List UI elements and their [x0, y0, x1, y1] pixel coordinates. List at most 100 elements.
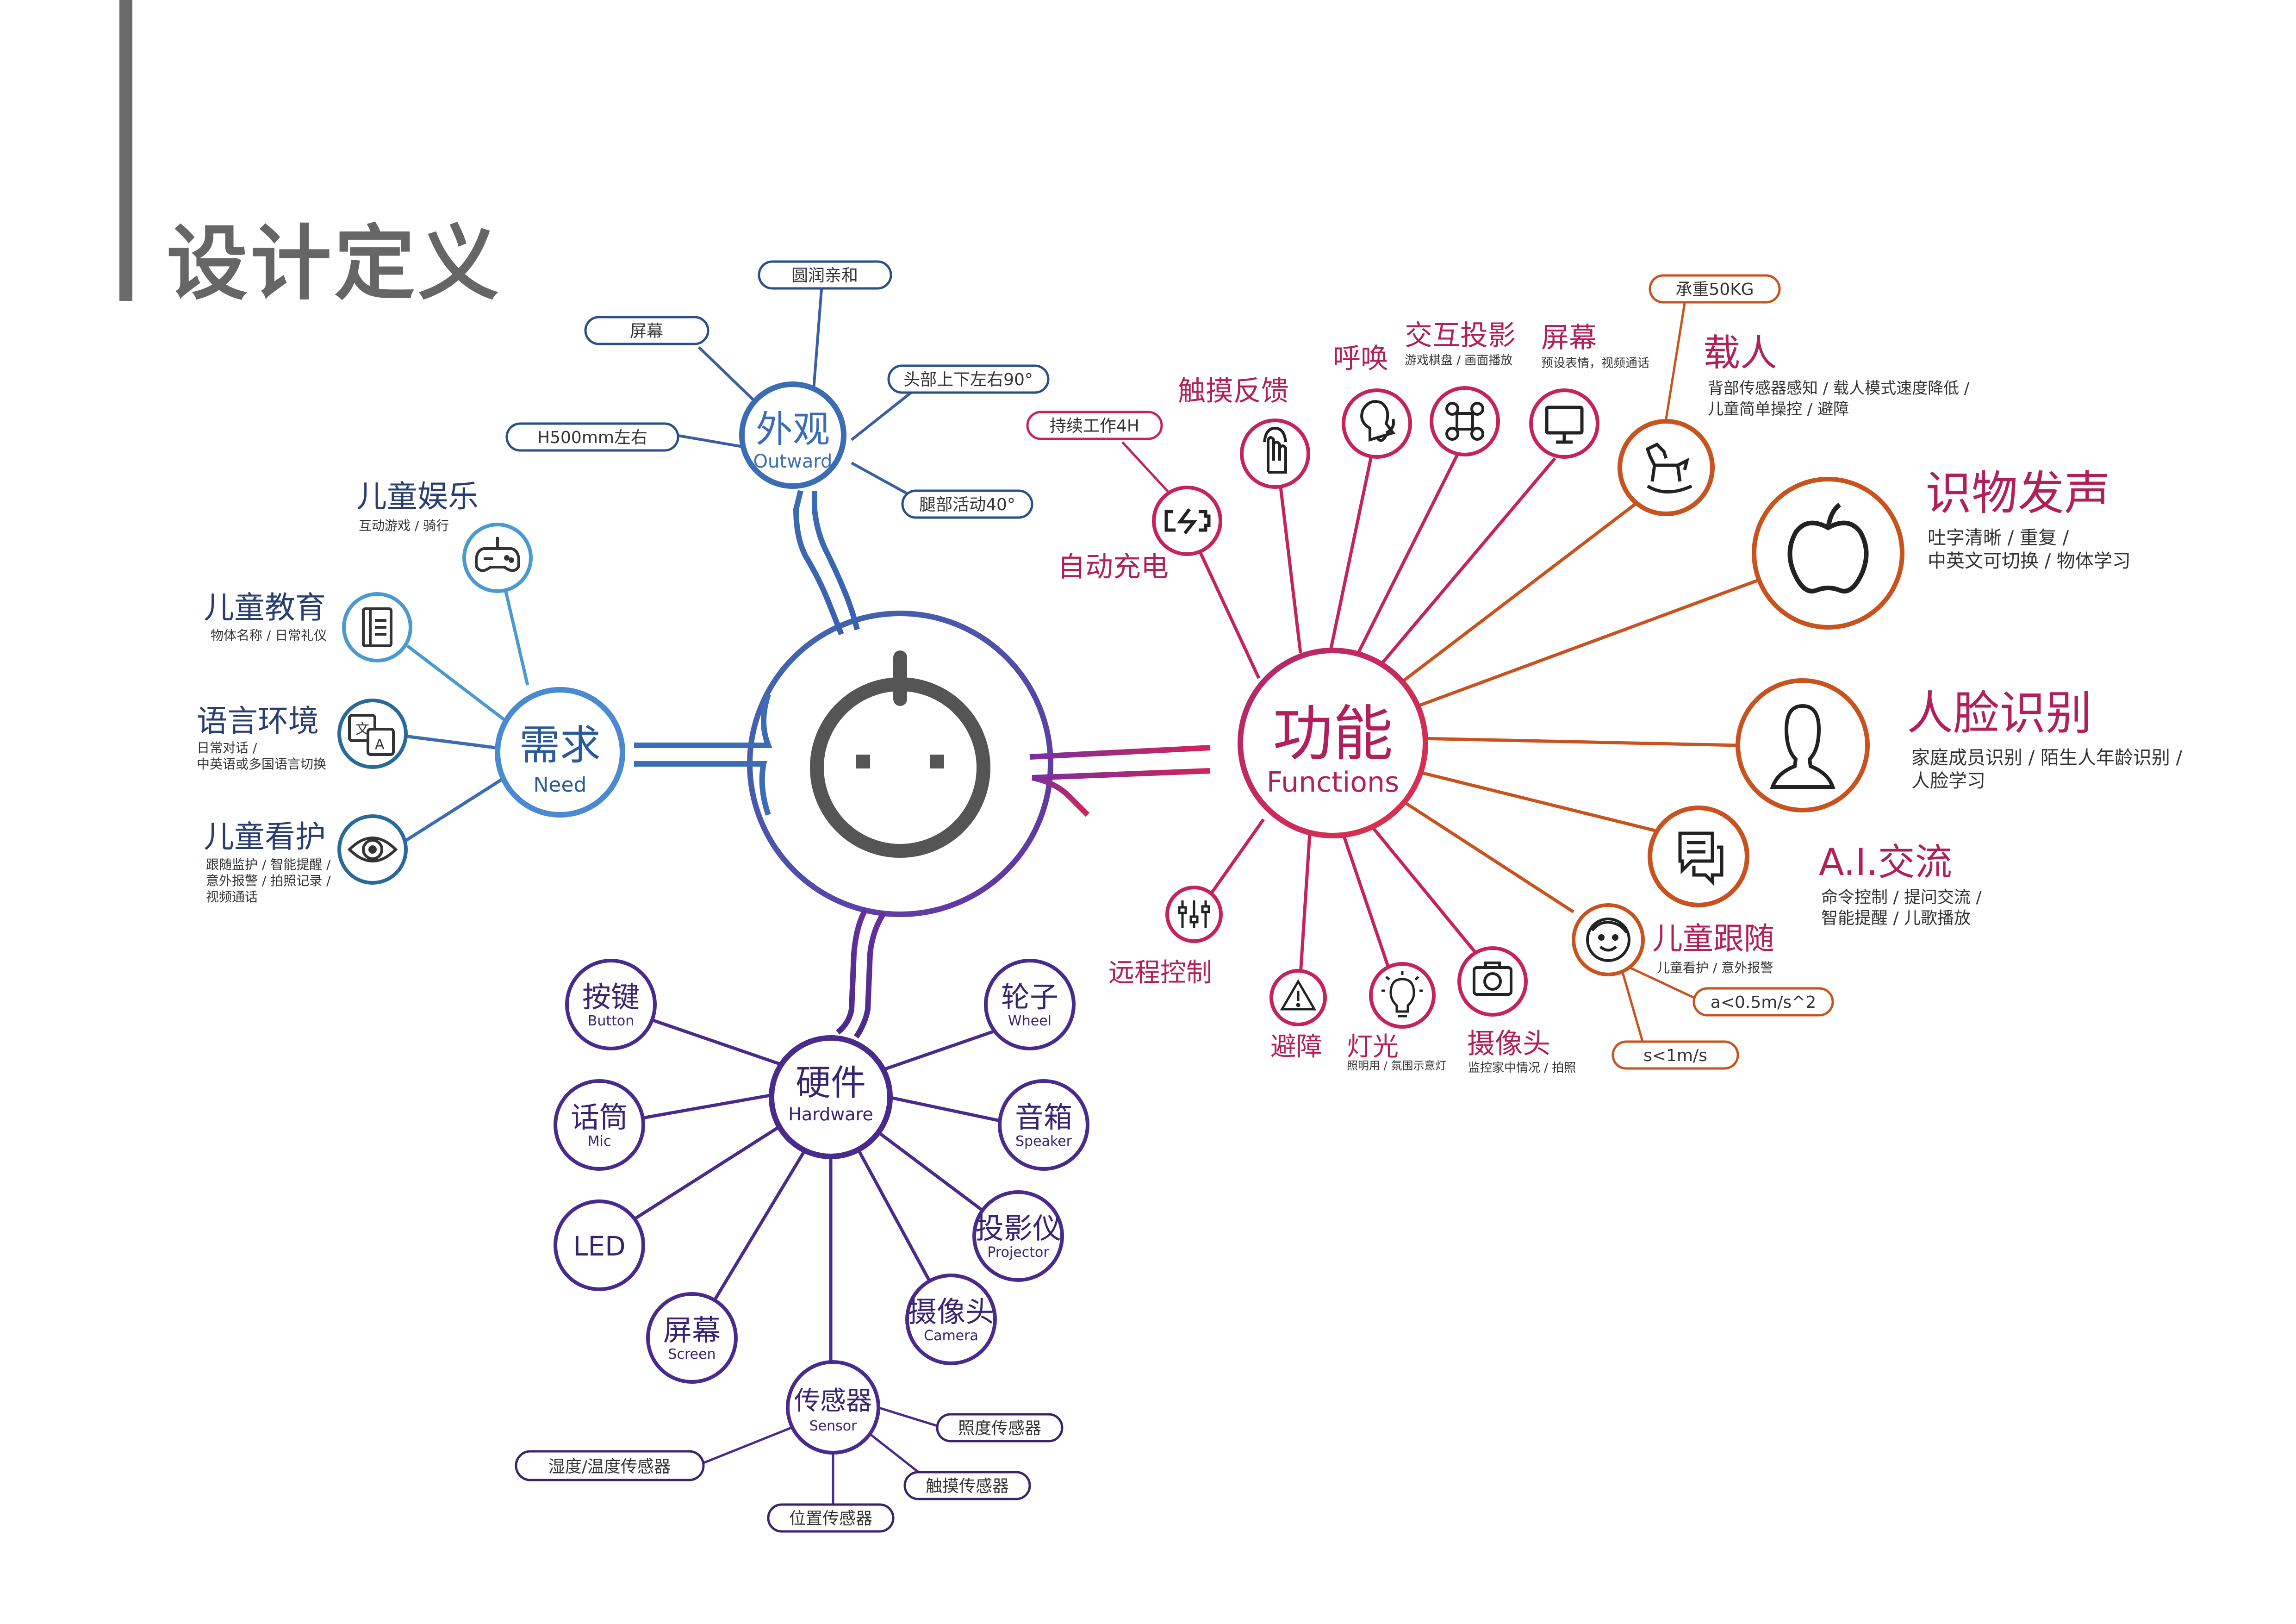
function-tag: s<1m/s — [1612, 1040, 1739, 1070]
function-item: 承重50KG 载人 背部传感器感知 / 载人模式速度降低 / 儿童简单操控 / … — [1618, 274, 1970, 516]
svg-text:屏幕: 屏幕 — [630, 322, 663, 341]
function-tag: 持续工作4H — [1026, 411, 1163, 440]
svg-text:位置传感器: 位置传感器 — [789, 1509, 872, 1528]
svg-text:儿童简单操控 / 避障: 儿童简单操控 / 避障 — [1708, 400, 1849, 418]
page-title: 设计定义 — [167, 217, 502, 311]
svg-text:圆润亲和: 圆润亲和 — [791, 266, 858, 285]
svg-text:监控家中情况 / 拍照: 监控家中情况 / 拍照 — [1468, 1061, 1576, 1075]
hardware-item: 摄像头 Camera — [905, 1274, 997, 1365]
svg-text:Screen: Screen — [668, 1346, 716, 1362]
bell-icon — [1360, 400, 1395, 442]
title-bar — [119, 0, 132, 301]
need-item: 文 A 语言环境 日常对话 / 中英语或多国语言切换 — [197, 699, 408, 772]
monitor-icon — [1545, 406, 1584, 444]
svg-text:儿童娱乐: 儿童娱乐 — [356, 479, 479, 514]
function-item: 触摸反馈 — [1178, 375, 1310, 489]
svg-text:湿度/温度传感器: 湿度/温度传感器 — [548, 1457, 671, 1476]
svg-text:持续工作4H: 持续工作4H — [1050, 417, 1139, 436]
svg-text:Camera: Camera — [924, 1328, 978, 1344]
svg-text:视频通话: 视频通话 — [206, 889, 258, 905]
svg-text:自动充电: 自动充电 — [1058, 551, 1169, 583]
svg-text:A: A — [375, 737, 385, 753]
svg-text:照度传感器: 照度传感器 — [958, 1419, 1041, 1438]
function-item: 摄像头 监控家中情况 / 拍照 — [1457, 946, 1576, 1075]
svg-text:轮子: 轮子 — [1001, 980, 1058, 1014]
hardware-item: 按键 Button — [565, 959, 657, 1050]
svg-text:摄像头: 摄像头 — [1467, 1028, 1550, 1060]
translate-icon: 文 A — [348, 714, 395, 756]
svg-text:远程控制: 远程控制 — [1108, 958, 1212, 988]
svg-text:Sensor: Sensor — [809, 1418, 857, 1434]
svg-text:投影仪: 投影仪 — [975, 1212, 1061, 1245]
hardware-item: 投影仪 Projector — [972, 1190, 1064, 1282]
need-item: 儿童教育 物体名称 / 日常礼仪 — [204, 590, 412, 662]
functions-branch: 功能 Functions 持续工作4H 自动充电 触摸反馈 — [1026, 274, 2183, 1075]
svg-text:命令控制 / 提问交流 /: 命令控制 / 提问交流 / — [1821, 888, 1982, 907]
functions-subtitle: Functions — [1267, 766, 1399, 799]
svg-text:照明用 / 氛围示意灯: 照明用 / 氛围示意灯 — [1347, 1059, 1446, 1072]
svg-text:LED: LED — [573, 1230, 626, 1262]
function-item: 持续工作4H 自动充电 — [1026, 411, 1222, 583]
need-node — [495, 687, 625, 818]
robot-face-icon — [810, 650, 990, 858]
svg-text:中英语或多国语言切换: 中英语或多国语言切换 — [197, 756, 326, 772]
svg-text:游戏棋盘 / 画面播放: 游戏棋盘 / 画面播放 — [1405, 354, 1512, 368]
function-item: 交互投影 游戏棋盘 / 画面播放 — [1405, 319, 1516, 456]
book-icon — [362, 607, 392, 647]
functions-node — [1238, 648, 1428, 838]
svg-text:Projector: Projector — [987, 1244, 1049, 1261]
outward-title: 外观 — [756, 408, 830, 451]
hardware-item: LED — [554, 1199, 645, 1291]
svg-text:儿童教育: 儿童教育 — [204, 590, 326, 625]
function-item: 呼唤 — [1333, 343, 1412, 459]
outward-tag: H500mm左右 — [505, 422, 679, 452]
svg-text:触摸反馈: 触摸反馈 — [1178, 375, 1289, 407]
apple-icon — [1787, 503, 1869, 593]
svg-text:儿童跟随: 儿童跟随 — [1652, 921, 1774, 956]
function-item: 人脸识别 家庭成员识别 / 陌生人年龄识别 / 人脸学习 — [1736, 678, 2183, 812]
sliders-icon — [1178, 900, 1210, 928]
svg-text:头部上下左右90°: 头部上下左右90° — [903, 370, 1033, 389]
svg-text:识物发声: 识物发声 — [1925, 466, 2110, 520]
function-item: 灯光 照明用 / 氛围示意灯 — [1347, 962, 1446, 1072]
function-item: 识物发声 吐字清晰 / 重复 / 中英文可切换 / 物体学习 — [1752, 466, 2131, 630]
svg-text:a<0.5m/s^2: a<0.5m/s^2 — [1711, 993, 1817, 1012]
function-tag: a<0.5m/s^2 — [1692, 987, 1834, 1017]
need-title: 需求 — [519, 721, 601, 769]
svg-text:A.I.交流: A.I.交流 — [1819, 841, 1952, 884]
hardware-item: 屏幕 Screen — [646, 1292, 738, 1384]
outward-node — [739, 381, 846, 489]
hardware-node — [769, 1035, 893, 1159]
outward-tag: 腿部活动40° — [901, 489, 1033, 519]
smile-icon — [1586, 918, 1630, 962]
function-tag: 承重50KG — [1649, 274, 1781, 304]
svg-text:Speaker: Speaker — [1015, 1133, 1072, 1149]
function-item: 屏幕 预设表情，视频通话 — [1529, 322, 1649, 459]
svg-text:人脸学习: 人脸学习 — [1911, 770, 1985, 792]
center-robot — [747, 611, 1053, 917]
svg-text:Wheel: Wheel — [1008, 1013, 1052, 1029]
function-item: 避障 — [1269, 969, 1327, 1062]
function-item: A.I.交流 命令控制 / 提问交流 / 智能提醒 / 儿歌播放 — [1648, 806, 1982, 928]
svg-text:音箱: 音箱 — [1015, 1100, 1072, 1134]
svg-text:物体名称 / 日常礼仪: 物体名称 / 日常礼仪 — [211, 628, 327, 643]
need-branch: 需求 Need 儿童娱乐 互动游戏 / 骑行 — [197, 479, 772, 905]
outward-branch: 外观 Outward 圆润亲和 屏幕 头部上下左右90° H500mm左右 腿部… — [505, 260, 1050, 636]
hardware-subtitle: Hardware — [788, 1104, 873, 1124]
svg-text:s<1m/s: s<1m/s — [1643, 1046, 1707, 1065]
svg-text:摄像头: 摄像头 — [908, 1295, 994, 1329]
sensor-node: 传感器 Sensor — [786, 1360, 880, 1455]
camera-icon — [1473, 962, 1512, 996]
eye-icon — [347, 837, 398, 862]
svg-text:跟随监护 / 智能提醒 /: 跟随监护 / 智能提醒 / — [206, 857, 331, 872]
svg-text:语言环境: 语言环境 — [197, 703, 319, 739]
svg-text:载人: 载人 — [1703, 331, 1777, 375]
svg-text:互动游戏 / 骑行: 互动游戏 / 骑行 — [359, 518, 449, 533]
touch-icon — [1263, 426, 1287, 474]
svg-text:背部传感器感知 / 载人模式速度降低 /: 背部传感器感知 / 载人模式速度降低 / — [1708, 379, 1970, 398]
svg-text:话筒: 话筒 — [571, 1100, 628, 1134]
hardware-item: 音箱 Speaker — [998, 1079, 1089, 1171]
rocking-horse-icon — [1645, 442, 1692, 493]
svg-text:屏幕: 屏幕 — [663, 1313, 721, 1347]
